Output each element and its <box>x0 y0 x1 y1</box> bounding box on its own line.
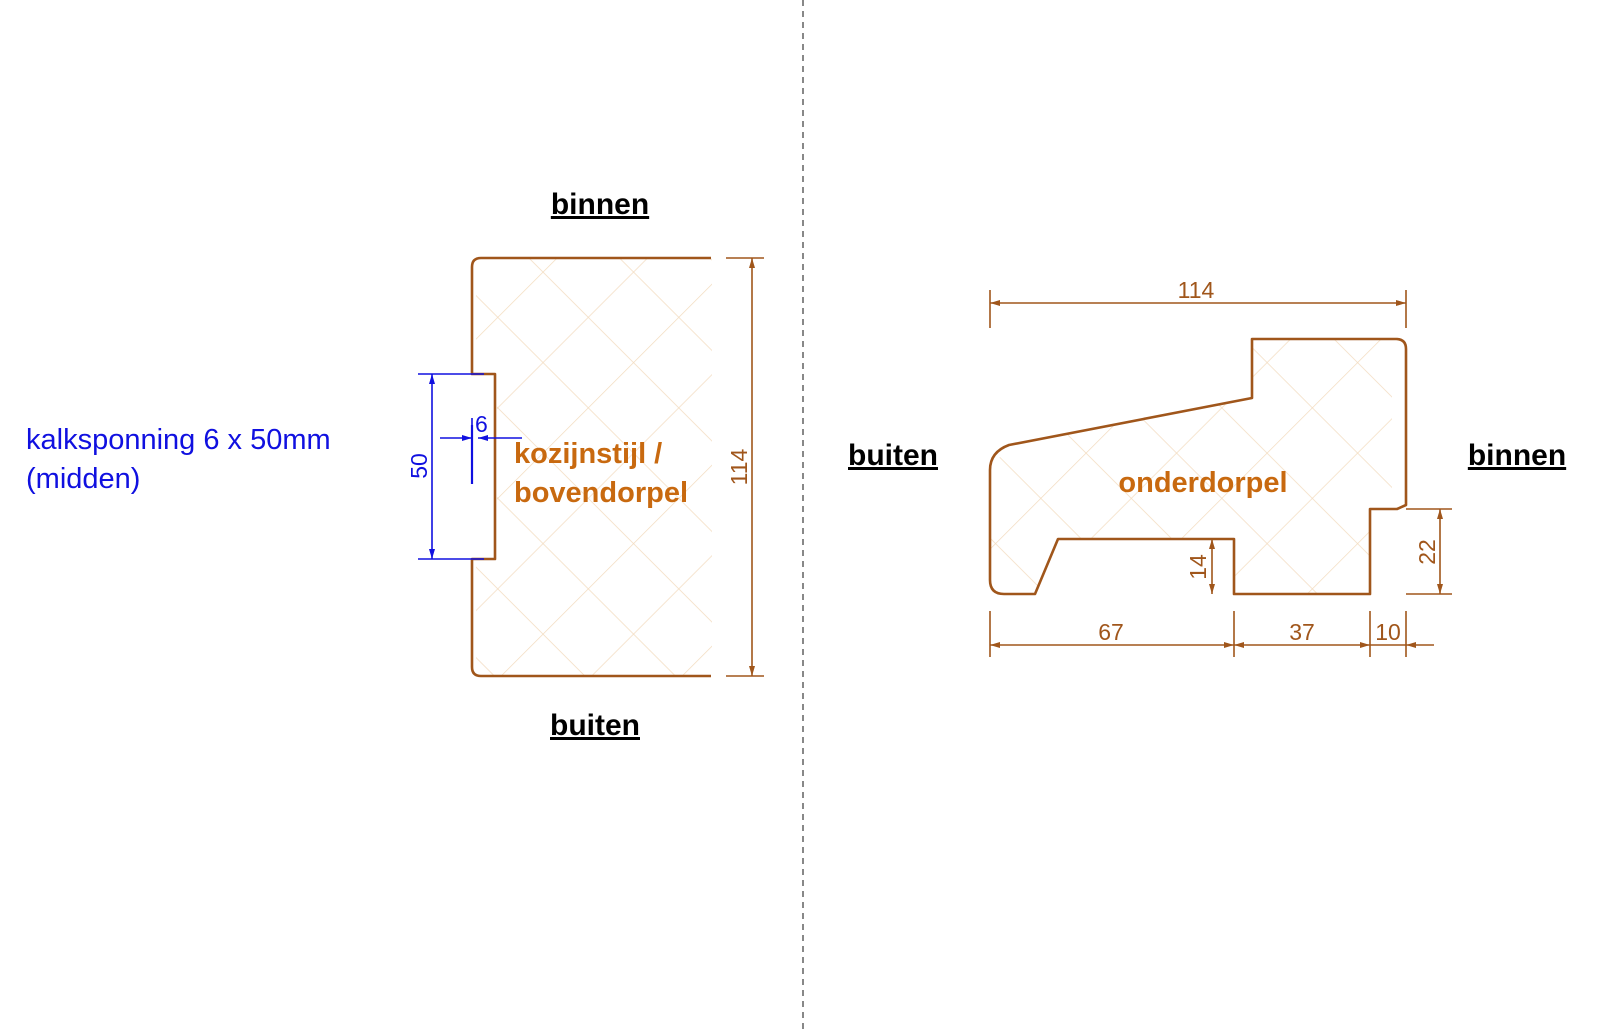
left-dim-114: 114 <box>726 257 764 677</box>
groove-dim-6-text: 6 <box>475 411 488 437</box>
right-profile-fill <box>990 339 1392 594</box>
right-dim-67-text: 67 <box>1098 619 1124 645</box>
right-dim-14: 14 <box>1185 538 1234 594</box>
right-left-label: buiten <box>848 439 938 472</box>
right-dim-14-text: 14 <box>1185 554 1211 580</box>
groove-dim-6: 6 <box>440 411 522 448</box>
groove-dim-50: 50 <box>406 373 484 560</box>
left-profile-label-line1: kozijnstijl / <box>514 438 662 470</box>
left-profile-fill <box>476 258 712 676</box>
right-dim-37-text: 37 <box>1289 619 1315 645</box>
left-dim-114-text: 114 <box>726 448 752 485</box>
left-top-label: binnen <box>551 188 649 221</box>
right-dim-114-text: 114 <box>1178 277 1215 303</box>
left-profile-outline <box>470 256 711 678</box>
kalksponning-note-line2: (midden) <box>26 463 140 495</box>
right-profile-label: onderdorpel <box>1118 467 1287 499</box>
right-dim-114: 114 <box>989 277 1407 328</box>
left-bottom-label: buiten <box>550 709 640 742</box>
right-dim-22-text: 22 <box>1414 539 1440 565</box>
right-dim-10-text: 10 <box>1375 619 1401 645</box>
right-profile <box>988 337 1408 596</box>
right-profile-outline <box>988 337 1408 596</box>
right-dim-22: 22 <box>1406 508 1452 595</box>
right-bottom-dims: 67 37 10 <box>989 611 1434 657</box>
left-profile-label-line2: bovendorpel <box>514 477 688 509</box>
kalksponning-note-line1: kalksponning 6 x 50mm <box>26 424 331 456</box>
right-right-label: binnen <box>1468 439 1566 472</box>
groove-dim-50-text: 50 <box>406 453 432 479</box>
